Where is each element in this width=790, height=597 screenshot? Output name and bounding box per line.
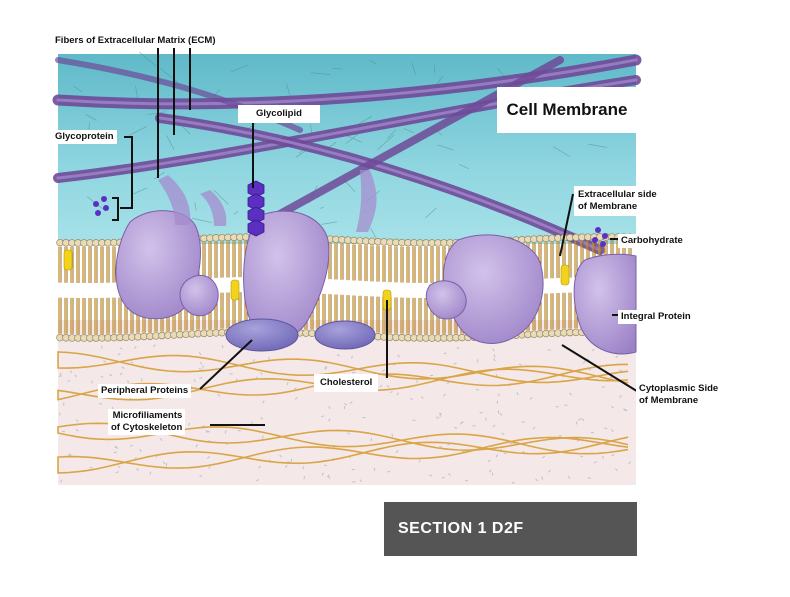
label-extracellular-side: Extracellular side of Membrane (574, 186, 661, 216)
label-carbohydrate: Carbohydrate (618, 234, 686, 248)
label-peripheral-proteins: Peripheral Proteins (98, 384, 192, 398)
peripheral-protein-1 (225, 318, 299, 352)
label-cytoplasmic-side: Cytoplasmic Side of Membrane (636, 382, 722, 408)
label-microfilaments-line1: Microfiliaments (112, 410, 183, 421)
label-extracellular-side-line1: Extracellular side (578, 189, 657, 200)
section-banner: SECTION 1 D2F (384, 502, 637, 556)
integral-proteins (115, 210, 637, 355)
carbohydrate-cluster (592, 227, 608, 247)
label-extracellular-side-line2: of Membrane (578, 200, 638, 212)
label-microfilaments: Microfiliaments of Cytoskeleton (108, 409, 186, 435)
protein-5 (425, 280, 467, 320)
glycolipid-chain (247, 180, 265, 237)
protein-2 (179, 274, 219, 317)
label-glycolipid: Glycolipid (238, 105, 320, 123)
leader-lines (112, 48, 641, 426)
protein-stalks (158, 170, 377, 232)
protein-6 (573, 253, 637, 355)
label-integral-protein: Integral Protein (618, 310, 694, 324)
label-glycoprotein: Glycoprotein (52, 130, 117, 144)
label-microfilaments-line2: of Cytoskeleton (111, 421, 183, 433)
label-cytoplasmic-side-line2: of Membrane (639, 394, 699, 406)
protein-3 (243, 210, 330, 340)
label-ecm: Fibers of Extracellular Matrix (ECM) (52, 34, 219, 48)
peripheral-proteins (225, 318, 376, 352)
glycoprotein-carbohydrate (93, 196, 109, 216)
label-cytoplasmic-side-line1: Cytoplasmic Side (639, 383, 719, 394)
label-cholesterol: Cholesterol (314, 374, 379, 392)
peripheral-protein-2 (314, 320, 376, 350)
title: Cell Membrane (497, 87, 637, 133)
